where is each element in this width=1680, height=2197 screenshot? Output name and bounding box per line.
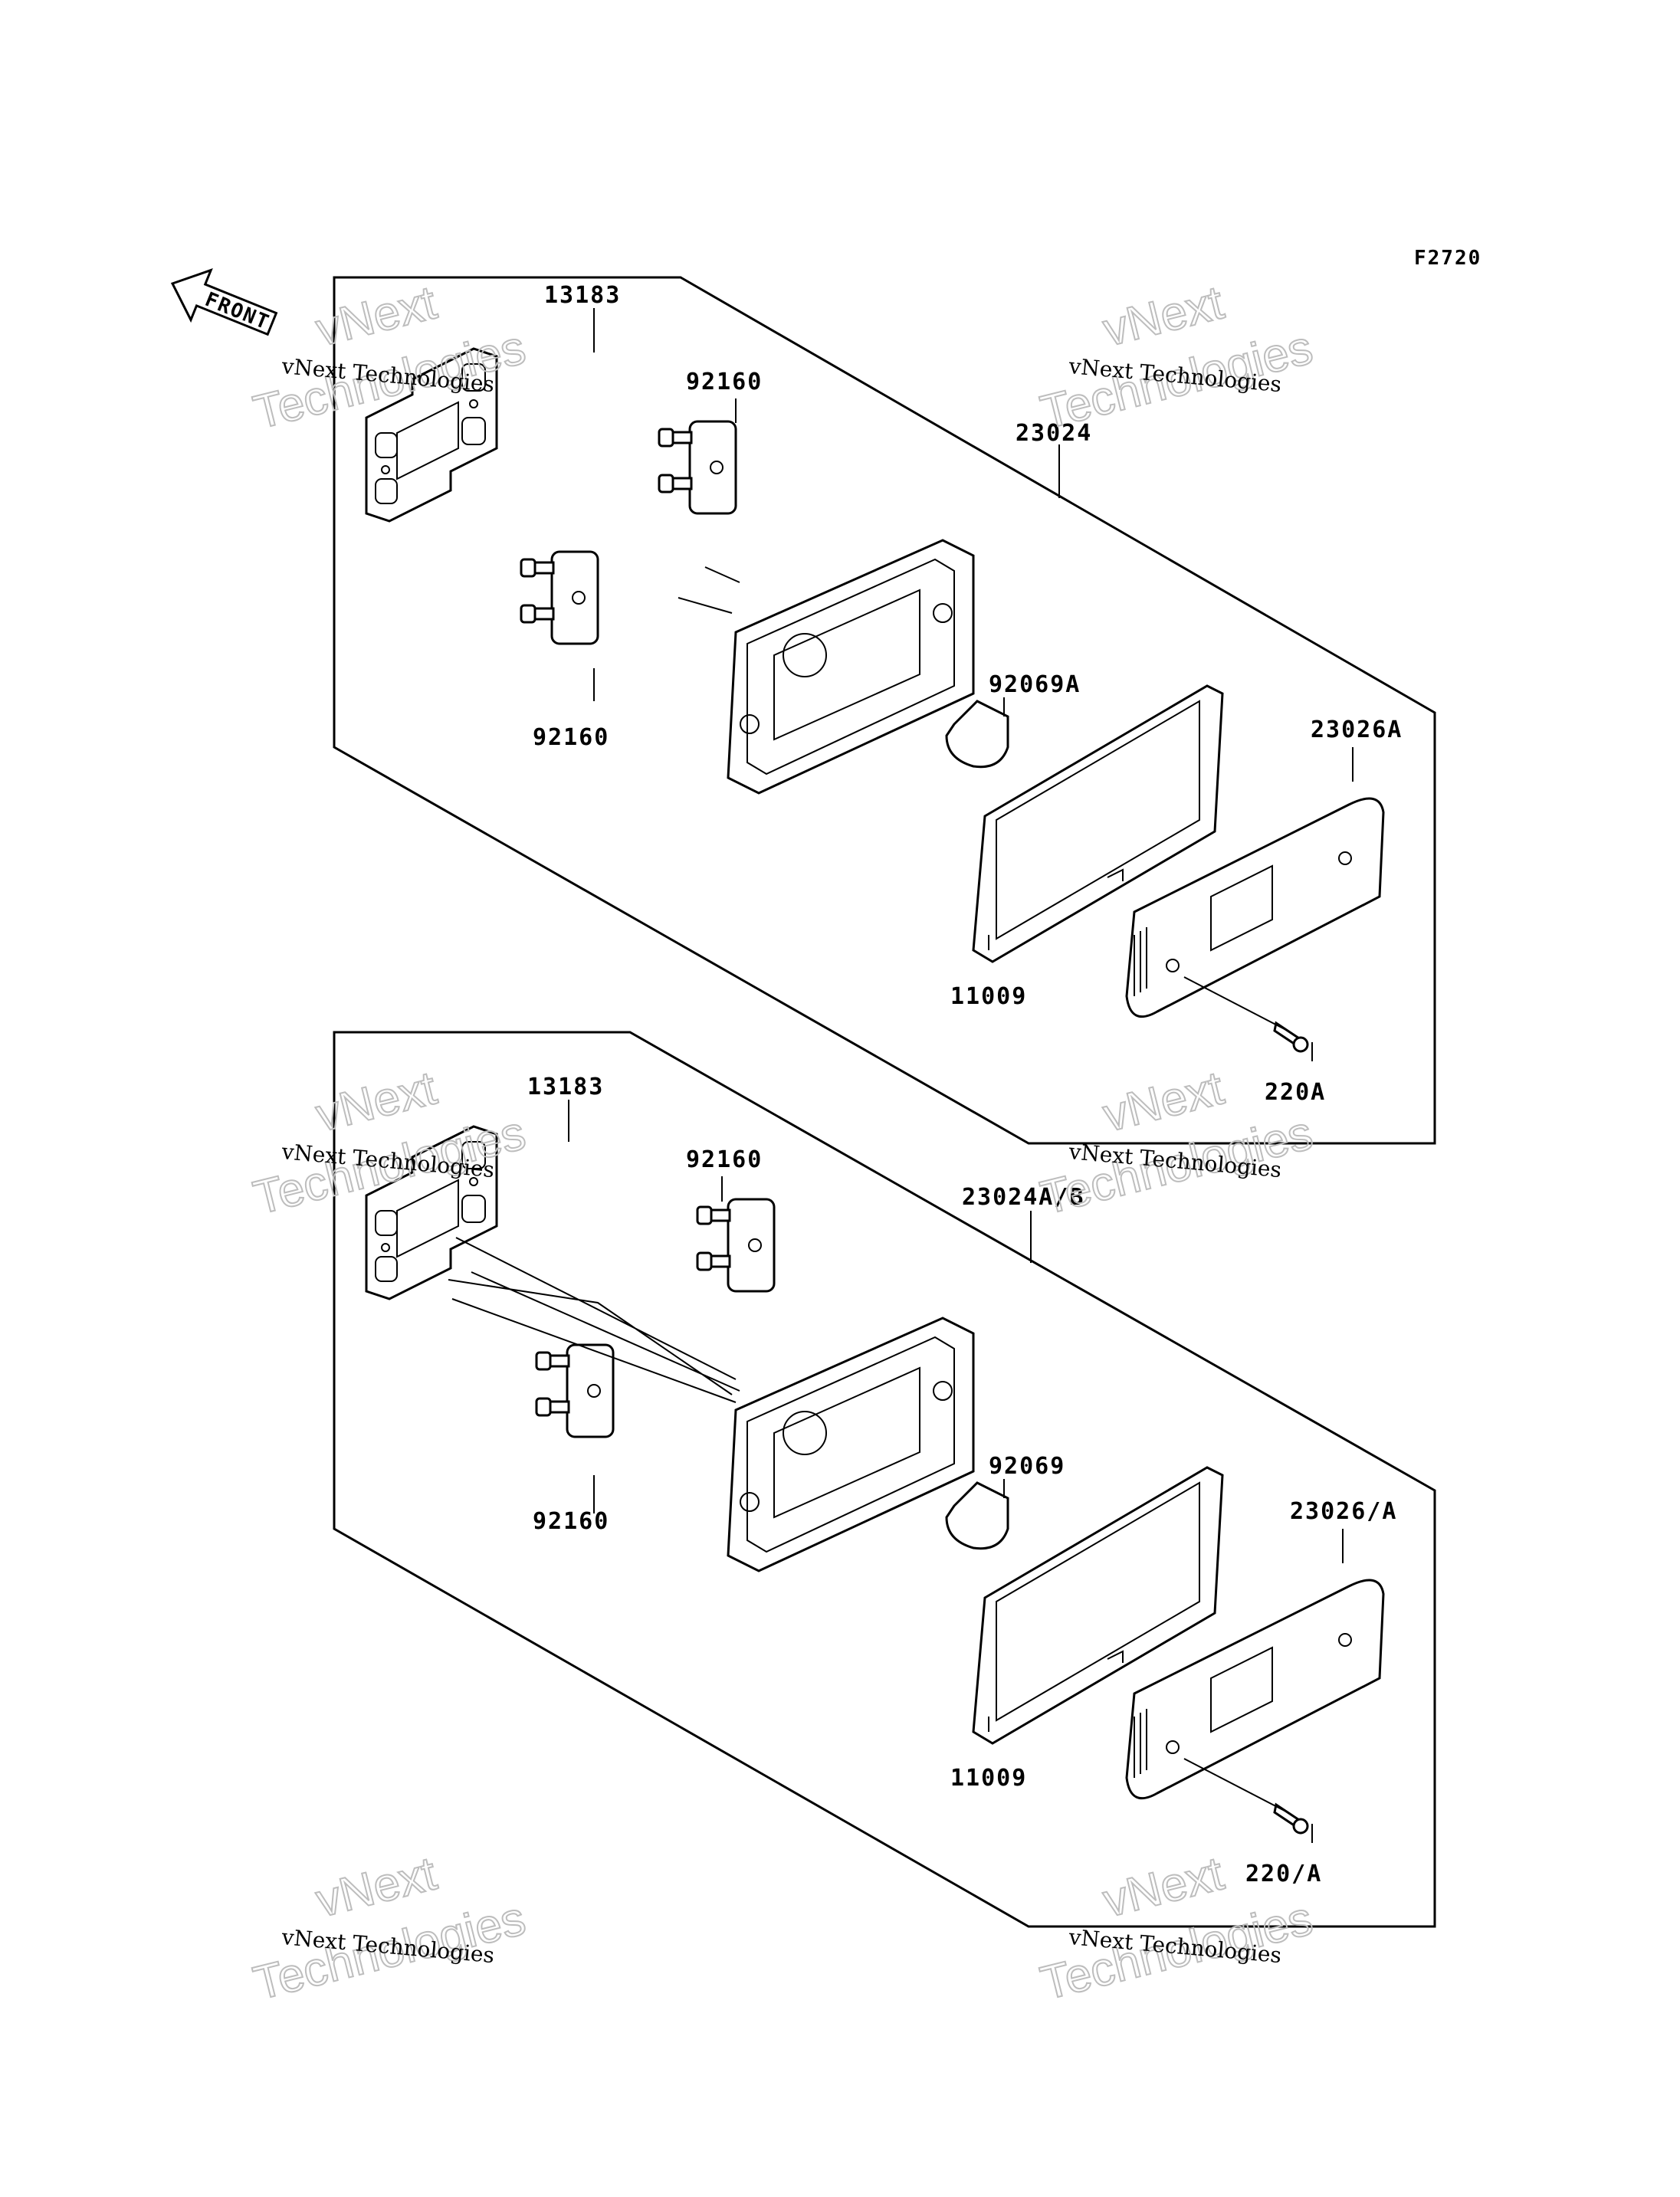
housing-part [727, 1317, 975, 1572]
clip-part-top [658, 420, 737, 515]
label-lens: 23026/A [1290, 1498, 1397, 1525]
label-92160-top: 92160 [686, 369, 763, 395]
screw-axis [1183, 1758, 1288, 1813]
label-gasket: 11009 [950, 983, 1027, 1010]
housing-part [727, 539, 975, 795]
watermark: vNext Technologies vNext Technologies [1035, 275, 1318, 440]
label-bulb: 92069 [989, 1453, 1065, 1480]
front-label: FRONT [202, 288, 273, 335]
figure-code: F2720 [1414, 247, 1481, 270]
watermark: vNext Technologies vNext Technologies [248, 1846, 531, 2011]
clip-part-bottom [520, 550, 599, 645]
front-arrow-icon: FRONT [170, 268, 278, 336]
label-screw: 220A [1265, 1079, 1326, 1106]
label-assembly: 23024A/B [962, 1184, 1085, 1211]
label-92160-bottom: 92160 [533, 724, 609, 751]
wire-lead [678, 566, 740, 614]
label-13183: 13183 [527, 1074, 604, 1100]
label-lens: 23026A [1311, 716, 1403, 743]
wire-harness [448, 1237, 740, 1403]
assembly-frame [333, 276, 1436, 1145]
bulb-part [945, 700, 1009, 769]
upper-assembly: 13183 92160 23024 92069A 23026A 92160 11… [333, 276, 1436, 1145]
screw-axis [1183, 976, 1288, 1031]
label-92160-bottom: 92160 [533, 1508, 609, 1535]
clip-part-bottom [535, 1343, 615, 1438]
label-screw: 220/A [1245, 1861, 1322, 1887]
label-assembly: 23024 [1016, 420, 1092, 447]
assembly-frame [333, 1031, 1436, 1928]
label-13183: 13183 [544, 282, 621, 309]
bulb-part [945, 1481, 1009, 1550]
label-92160-top: 92160 [686, 1146, 763, 1173]
label-bulb: 92069A [989, 671, 1081, 698]
lower-assembly: 13183 92160 23024A/B 92069 23026/A 92160… [333, 1031, 1436, 1928]
label-gasket: 11009 [950, 1765, 1027, 1792]
clip-part-top [696, 1198, 776, 1293]
